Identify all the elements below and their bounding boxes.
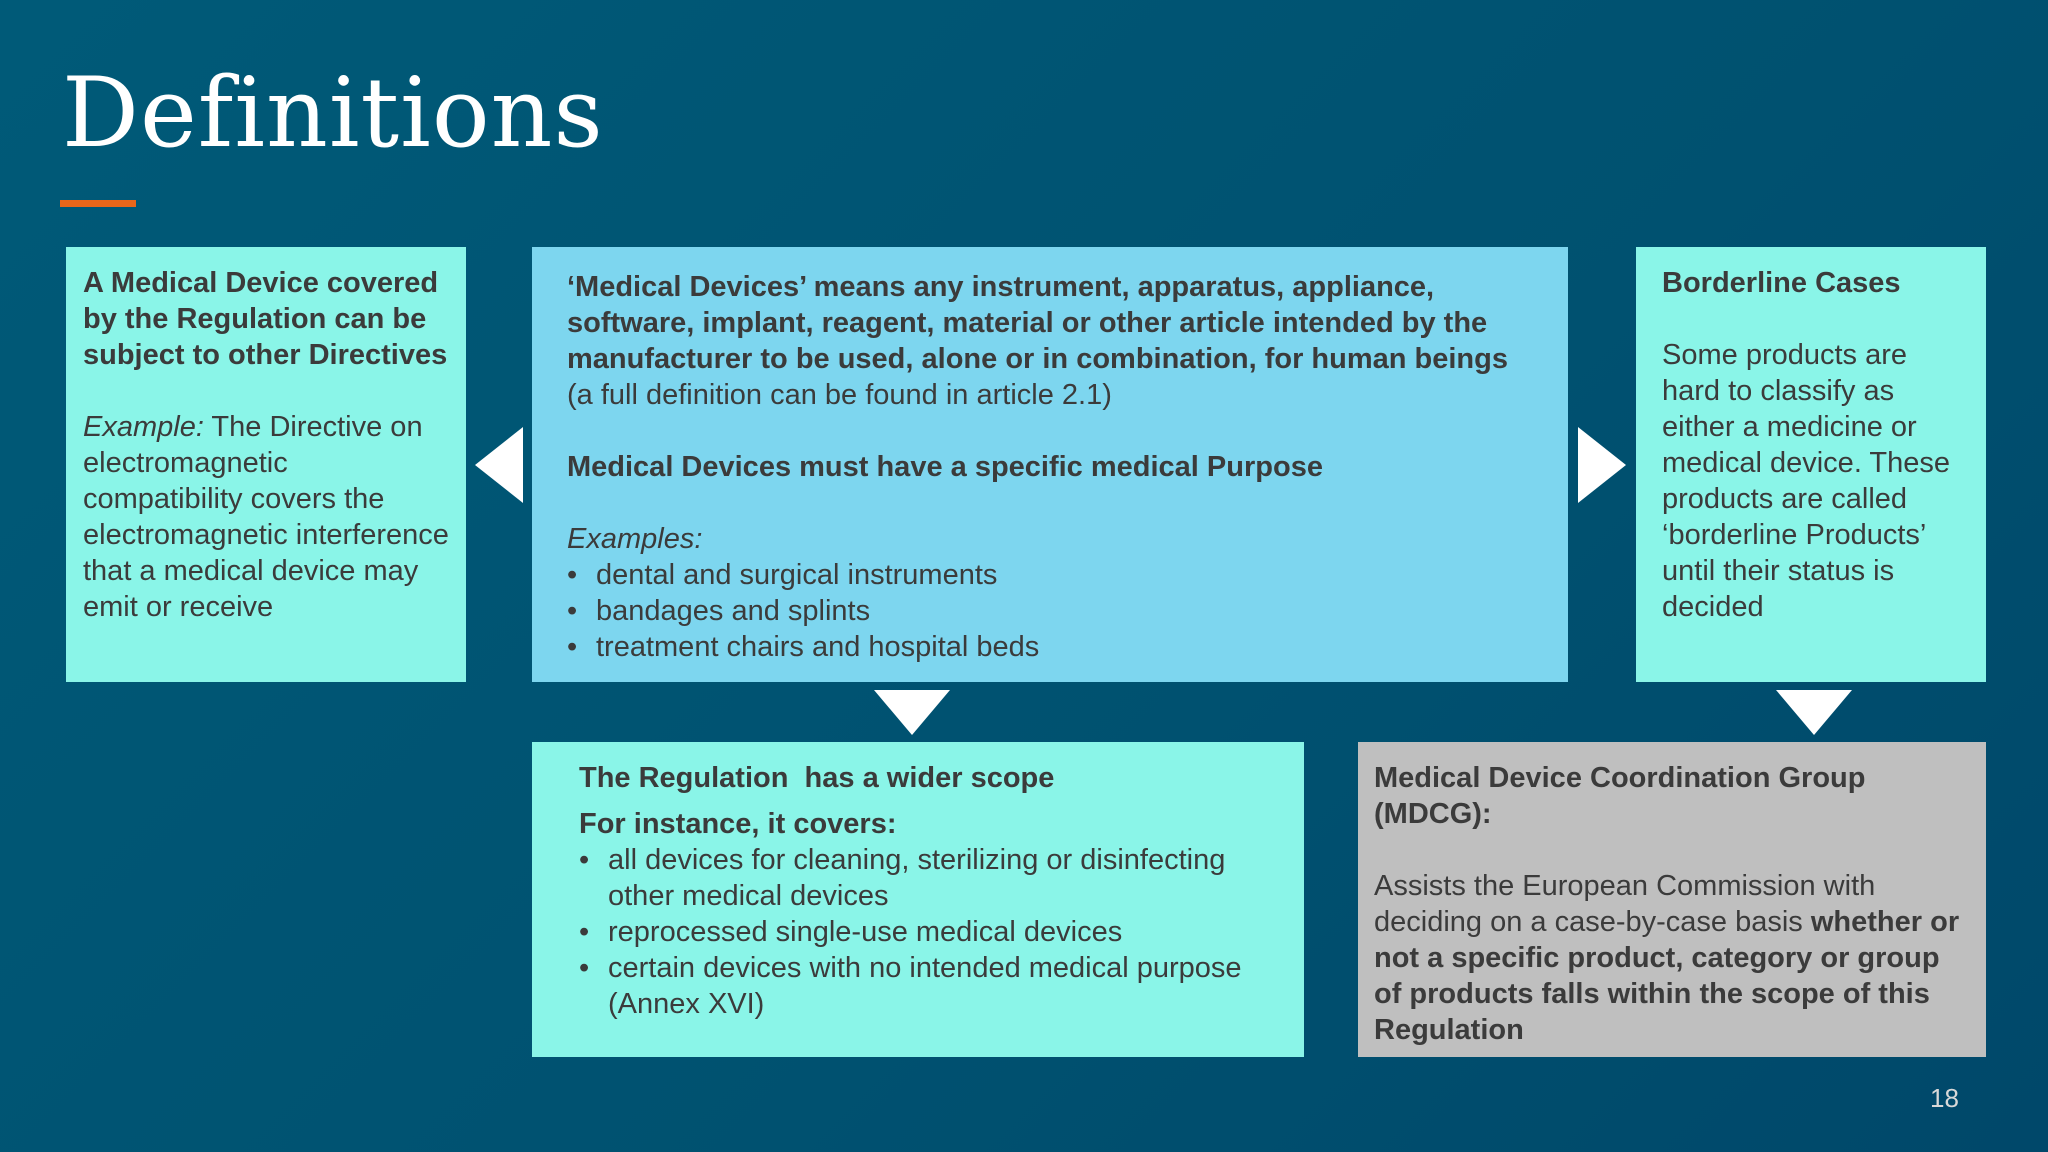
scope-heading: The Regulation has a wider scope	[579, 762, 1055, 794]
other-directives-example: Example: The Directive on electromagneti…	[83, 409, 450, 625]
arrow-down-icon	[1776, 690, 1852, 735]
mdcg-box: Medical Device Coordination Group (MDCG)…	[1358, 742, 1986, 1057]
arrow-left-icon	[475, 427, 523, 503]
list-item: reprocessed single-use medical devices	[579, 914, 1274, 950]
list-item: certain devices with no intended medical…	[579, 950, 1274, 1022]
page-number: 18	[1930, 1083, 1959, 1113]
other-directives-box: A Medical Device covered by the Regulati…	[66, 247, 466, 682]
list-item: dental and surgical instruments	[567, 557, 1538, 593]
title-accent-line	[60, 200, 136, 207]
scope-subheading: For instance, it covers:	[579, 808, 897, 840]
example-label: Example:	[83, 411, 204, 443]
arrow-right-icon	[1578, 427, 1626, 503]
medical-purpose-text: Medical Devices must have a specific med…	[567, 451, 1323, 483]
borderline-text: Some products are hard to classify as ei…	[1662, 339, 1951, 623]
list-item: all devices for cleaning, sterilizing or…	[579, 842, 1274, 914]
slide-title: Definitions	[62, 57, 604, 169]
borderline-heading: Borderline Cases	[1662, 267, 1901, 299]
mdcg-text-bold: whether or not a specific product, categ…	[1374, 906, 1960, 1046]
arrow-down-icon	[874, 690, 950, 735]
definition-text: ‘Medical Devices’ means any instrument, …	[567, 271, 1508, 375]
definition-note: (a full definition can be found in artic…	[567, 379, 1112, 411]
mdcg-text-plain: Assists the European Commission with dec…	[1374, 870, 1876, 938]
scope-list: all devices for cleaning, sterilizing or…	[579, 842, 1274, 1022]
other-directives-heading: A Medical Device covered by the Regulati…	[83, 267, 448, 371]
mdcg-heading: Medical Device Coordination Group (MDCG)…	[1374, 762, 1866, 830]
list-item: bandages and splints	[567, 593, 1538, 629]
examples-label: Examples:	[567, 523, 703, 555]
examples-list: dental and surgical instruments bandages…	[567, 557, 1538, 665]
example-text: The Directive on electromagnetic compati…	[83, 411, 449, 623]
wider-scope-box: The Regulation has a wider scope For ins…	[532, 742, 1304, 1057]
borderline-cases-box: Borderline Cases Some products are hard …	[1636, 247, 1986, 682]
medical-devices-definition-box: ‘Medical Devices’ means any instrument, …	[532, 247, 1568, 682]
list-item: treatment chairs and hospital beds	[567, 629, 1538, 665]
mdcg-text: Assists the European Commission with dec…	[1374, 868, 1964, 1048]
